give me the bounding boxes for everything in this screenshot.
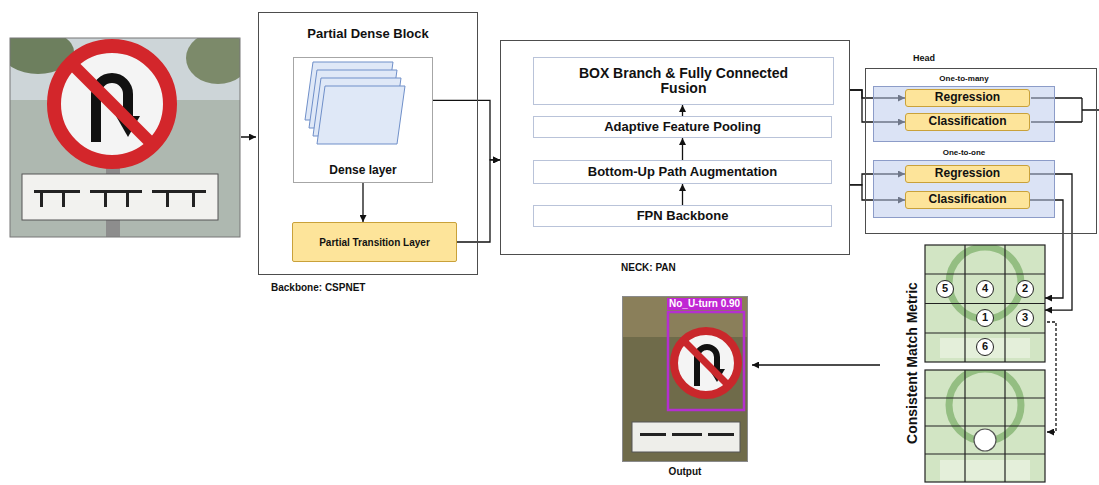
process-label: BOX Branch & Fully Connected Fusion bbox=[534, 66, 833, 97]
callout-number: 4 bbox=[976, 280, 994, 298]
process-box: Regression bbox=[905, 165, 1030, 183]
connector bbox=[682, 138, 683, 160]
sign-ring bbox=[674, 331, 738, 395]
connector bbox=[433, 100, 500, 160]
connector bbox=[682, 105, 683, 116]
head-block: RegressionClassificationOne-to-manyRegre… bbox=[865, 68, 1097, 234]
layer-box: Dense layer bbox=[293, 57, 433, 183]
group-title: One-to-one bbox=[874, 149, 1054, 158]
process-box: Regression bbox=[905, 89, 1030, 107]
plaque-script bbox=[90, 190, 142, 193]
connector bbox=[457, 160, 500, 242]
image-caption: Output bbox=[623, 466, 747, 477]
callout-number: 3 bbox=[1016, 309, 1034, 327]
connector bbox=[682, 184, 683, 205]
plaque-script bbox=[708, 433, 734, 436]
callout-number: 2 bbox=[1016, 280, 1034, 298]
photo-tree bbox=[186, 38, 240, 84]
callout-number: 6 bbox=[976, 338, 994, 356]
sign-plaque bbox=[632, 422, 740, 452]
plaque-script bbox=[166, 193, 169, 207]
process-label: Adaptive Feature Pooling bbox=[598, 120, 767, 134]
process-label: Partial Transition Layer bbox=[313, 237, 436, 248]
process-box: Classification bbox=[905, 191, 1030, 209]
grid-ground bbox=[925, 245, 1045, 362]
grid-lines bbox=[925, 370, 1045, 482]
process-box: FPN Backbone bbox=[533, 205, 832, 227]
plaque-script bbox=[192, 193, 195, 207]
process-label: Classification bbox=[922, 193, 1012, 206]
connector bbox=[362, 183, 363, 222]
faded-plaque bbox=[940, 460, 1030, 480]
block-title: Head bbox=[913, 54, 935, 64]
grid-lines bbox=[925, 245, 1045, 362]
process-label: Classification bbox=[922, 115, 1012, 128]
sign-slash bbox=[684, 341, 728, 385]
process-box: Partial Transition Layer bbox=[292, 222, 457, 262]
output-arrow bbox=[752, 364, 880, 366]
detection-box bbox=[668, 312, 744, 410]
grid-frame bbox=[925, 370, 1045, 482]
sign-slash bbox=[72, 64, 152, 144]
feature-map bbox=[317, 86, 405, 144]
dashed-arrow bbox=[1047, 322, 1056, 432]
callout-number: 1 bbox=[976, 309, 994, 327]
plaque-script bbox=[62, 193, 65, 207]
process-label: Bottom-Up Path Augmentation bbox=[582, 165, 783, 179]
process-label: Regression bbox=[929, 167, 1006, 180]
grid-ground bbox=[925, 370, 1045, 482]
process-label: Regression bbox=[929, 91, 1006, 104]
group-title: One-to-many bbox=[874, 75, 1054, 84]
match-grid: 5 4 2 1 3 6 bbox=[925, 245, 1045, 362]
block-caption: NECK: PAN bbox=[621, 262, 676, 273]
photo-ground bbox=[623, 297, 747, 461]
neck-block: BOX Branch & Fully Connected FusionAdapt… bbox=[500, 40, 850, 255]
plaque-script bbox=[672, 433, 702, 436]
input-arrow bbox=[241, 136, 256, 138]
sign-plaque bbox=[22, 174, 218, 220]
callout-number: 5 bbox=[936, 280, 954, 298]
selected-anchor bbox=[974, 429, 996, 451]
branch-group: RegressionClassificationOne-to-many bbox=[873, 86, 1055, 142]
axis-label: Consistent Match Metric bbox=[903, 243, 921, 483]
process-box: Bottom-Up Path Augmentation bbox=[533, 160, 832, 184]
grid-frame bbox=[925, 245, 1045, 362]
backbone-block: Dense layerPartial Transition Layer Parti… bbox=[258, 12, 478, 275]
detection-label: No_U-turn 0.90 bbox=[667, 298, 742, 310]
output-photo bbox=[623, 297, 747, 461]
photo-band bbox=[623, 297, 747, 337]
block-title: Partial Dense Block bbox=[259, 27, 477, 41]
match-grid bbox=[925, 369, 1045, 482]
plaque-script bbox=[104, 193, 107, 207]
sign-ring bbox=[54, 46, 170, 162]
block-caption: Backbone: CSPNET bbox=[271, 282, 365, 293]
dense-layer-stack bbox=[305, 62, 405, 144]
layer-label: Dense layer bbox=[294, 164, 432, 177]
match-grid bbox=[925, 245, 1045, 362]
plaque-script bbox=[40, 193, 43, 207]
faded-plaque bbox=[940, 338, 1030, 358]
branch-group: RegressionClassificationOne-to-one bbox=[873, 160, 1055, 218]
plaque-script bbox=[640, 433, 666, 436]
photo-frame bbox=[10, 38, 240, 237]
process-box: Classification bbox=[905, 113, 1030, 131]
plaque-script bbox=[34, 190, 80, 193]
plaque-script bbox=[152, 190, 206, 193]
plaque-script bbox=[126, 193, 129, 207]
output-image: No_U-turn 0.90Output bbox=[622, 296, 748, 462]
process-box: BOX Branch & Fully Connected Fusion bbox=[533, 57, 834, 105]
input-photo bbox=[10, 38, 240, 237]
process-box: Adaptive Feature Pooling bbox=[533, 116, 832, 138]
process-label: FPN Backbone bbox=[631, 209, 735, 223]
